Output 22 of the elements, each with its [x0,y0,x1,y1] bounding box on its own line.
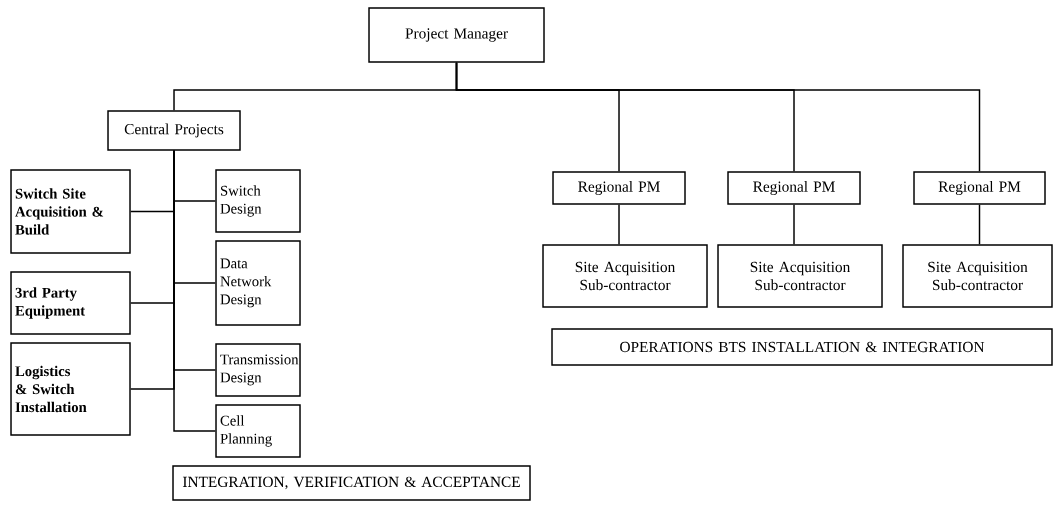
team-box: Cell Planning [215,404,301,458]
department-box: Central Projects [107,110,241,151]
team-box: Data Network Design [215,240,301,326]
team-box: Switch Design [215,169,301,233]
team-box: 3rd Party Equipment [10,271,131,335]
connector-line [455,62,981,172]
connector-line [793,204,795,245]
contractor-box: Site Acquisition Sub-contractor [902,244,1053,308]
team-box: Transmission Design [215,343,301,397]
connector-line [618,204,620,245]
team-box: Logistics & Switch Installation [10,342,131,436]
phase-box: INTEGRATION, VERIFICATION & ACCEPTANCE [172,465,531,501]
connector-line [978,204,981,245]
contractor-box: Site Acquisition Sub-contractor [717,244,883,308]
manager-box: Regional PM [727,171,861,205]
manager-box: Regional PM [552,171,686,205]
connector-line [173,150,216,432]
manager-box: Project Manager [368,7,545,63]
team-box: Switch Site Acquisition & Build [10,169,131,254]
phase-box: OPERATIONS BTS INSTALLATION & INTEGRATION [551,328,1053,366]
contractor-box: Site Acquisition Sub-contractor [542,244,708,308]
manager-box: Regional PM [913,171,1046,205]
